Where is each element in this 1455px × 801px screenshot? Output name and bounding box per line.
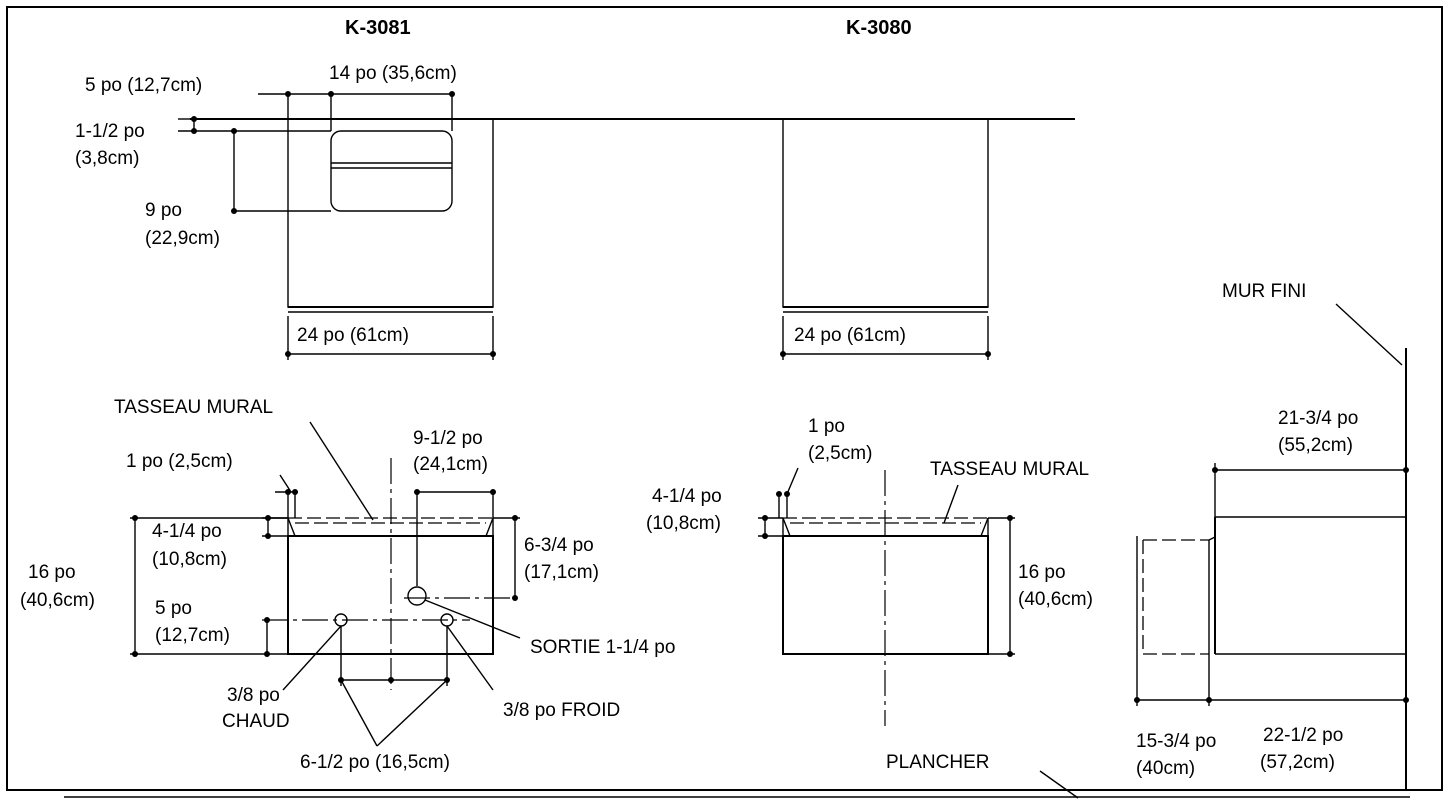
dim-2134-line1: 21-3/4 po: [1278, 408, 1358, 429]
dim-5-left-line2: (12,7cm): [155, 625, 230, 646]
outlet-label: SORTIE 1-1/4 po: [530, 637, 675, 658]
wall-label: MUR FINI: [1222, 281, 1306, 302]
floor-label: PLANCHER: [886, 752, 989, 773]
outlet-hole: [407, 586, 427, 606]
dim-634-line1: 6-3/4 po: [524, 535, 594, 556]
dim-2212-line1: 22-1/2 po: [1263, 725, 1343, 746]
dim-414-right-line1: 4-1/4 po: [652, 486, 722, 507]
top-view: 5 po (12,7cm) 14 po (35,6cm) 1-1/2 po (3…: [75, 63, 1075, 360]
dim-9po-line1: 9 po: [145, 200, 182, 221]
dim-1po-right-line1: 1 po: [808, 416, 845, 437]
dim-16-right-line1: 16 po: [1018, 562, 1066, 583]
dim-414-left-line2: (10,8cm): [152, 549, 227, 570]
spacing-label: 6-1/2 po (16,5cm): [300, 752, 450, 773]
dim-16-left-line2: (40,6cm): [20, 590, 95, 611]
sink-right-top-outline: [782, 119, 989, 308]
dim-9po-line2: (22,9cm): [145, 228, 220, 249]
front-view-right: 1 po (2,5cm) TASSEAU MURAL 4-1/4 po (10,…: [64, 416, 1410, 799]
faucet-deck-outline: [330, 130, 453, 212]
cold-label: 3/8 po FROID: [503, 700, 620, 721]
drawing-frame: [6, 6, 1443, 791]
front-view-left: TASSEAU MURAL 1 po (2,5cm) 9-1/2 po (24,…: [20, 397, 675, 773]
sink-left-top-outline: [287, 119, 494, 308]
dim-14po: 14 po (35,6cm): [329, 63, 457, 84]
dim-1534-line2: (40cm): [1136, 758, 1195, 779]
dim-width-left: 24 po (61cm): [297, 325, 409, 346]
dim-414-left-line1: 4-1/4 po: [152, 521, 222, 542]
dim-16-right-line2: (40,6cm): [1018, 589, 1093, 610]
dim-912-line1: 9-1/2 po: [413, 428, 483, 449]
dim-1po-right-line2: (2,5cm): [808, 443, 872, 464]
title-k3080: K-3080: [846, 17, 912, 39]
hot-label-line2: CHAUD: [222, 711, 290, 732]
dim-2212-line2: (57,2cm): [1260, 752, 1335, 773]
hot-label-line1: 3/8 po: [227, 685, 280, 706]
dim-414-right-line2: (10,8cm): [646, 513, 721, 534]
dim-1534-line1: 15-3/4 po: [1136, 731, 1216, 752]
cleat-label-right: TASSEAU MURAL: [930, 459, 1089, 480]
dim-112-line2: (3,8cm): [75, 148, 139, 169]
dim-2134-line2: (55,2cm): [1278, 435, 1353, 456]
dim-1po-left: 1 po (2,5cm): [126, 451, 233, 472]
cleat-label-left: TASSEAU MURAL: [114, 397, 273, 418]
dim-5po: 5 po (12,7cm): [85, 75, 202, 96]
dim-width-right: 24 po (61cm): [794, 325, 906, 346]
side-view: MUR FINI 21-3/4 po (55,2cm) 15-3/4 po (4…: [1134, 281, 1409, 790]
dim-112-line1: 1-1/2 po: [75, 121, 145, 142]
dim-16-left-line1: 16 po: [28, 562, 76, 583]
dim-634-line2: (17,1cm): [524, 562, 599, 583]
title-k3081: K-3081: [345, 17, 411, 39]
dim-5-left-line1: 5 po: [155, 598, 192, 619]
dim-912-line2: (24,1cm): [413, 454, 488, 475]
